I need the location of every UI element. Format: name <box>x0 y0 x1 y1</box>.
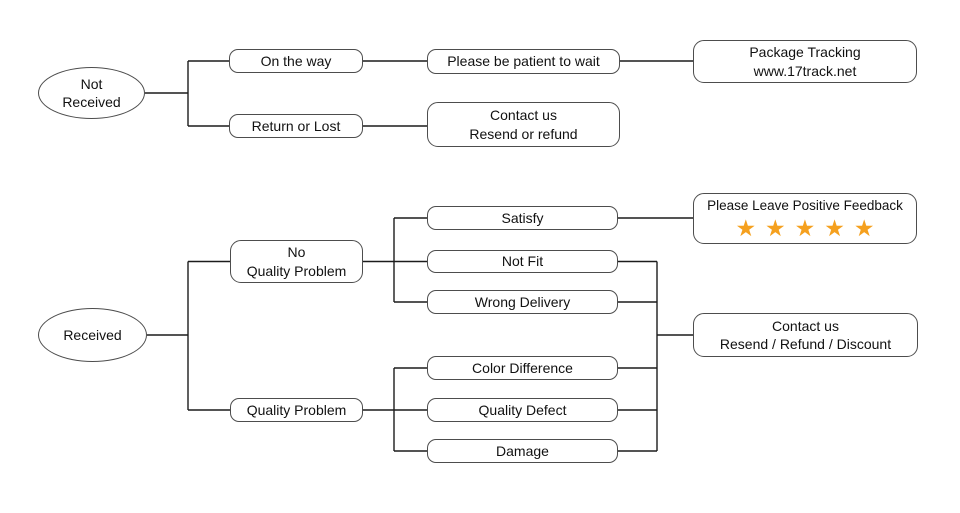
node-package-tracking: Package Tracking www.17track.net <box>693 40 917 83</box>
five-star-rating-icons: ★★★★★ <box>735 214 884 241</box>
node-label: Resend or refund <box>469 125 578 142</box>
node-not-fit: Not Fit <box>427 250 618 273</box>
node-on-the-way: On the way <box>229 49 363 73</box>
node-color-difference: Color Difference <box>427 356 618 380</box>
node-positive-feedback: Please Leave Positive Feedback ★★★★★ <box>693 193 917 244</box>
node-label: Not Fit <box>501 253 544 270</box>
node-damage: Damage <box>427 439 618 463</box>
node-quality-defect: Quality Defect <box>427 398 618 422</box>
node-label: Quality Problem <box>246 401 347 418</box>
node-label: Return or Lost <box>251 117 341 134</box>
node-label: Resend / Refund / Discount <box>719 336 892 352</box>
node-label: On the way <box>260 52 332 69</box>
node-satisfy: Satisfy <box>427 206 618 230</box>
node-contact-resend-refund-discount: Contact us Resend / Refund / Discount <box>693 313 918 357</box>
node-received: Received <box>38 308 147 362</box>
node-label: No <box>287 244 306 261</box>
node-label: Color Difference <box>472 359 573 376</box>
node-no-quality-problem: No Quality Problem <box>230 240 363 283</box>
node-label: Not <box>80 75 103 92</box>
node-contact-resend-refund: Contact us Resend or refund <box>427 102 620 147</box>
node-label: Contact us <box>772 317 839 334</box>
node-wrong-delivery: Wrong Delivery <box>427 290 618 314</box>
node-label: Wrong Delivery <box>474 293 571 310</box>
node-label: Package Tracking <box>749 44 861 61</box>
node-label: Received <box>62 94 121 110</box>
node-label: Please be patient to wait <box>447 53 600 70</box>
node-quality-problem: Quality Problem <box>230 398 363 422</box>
node-not-received: Not Received <box>38 67 145 119</box>
node-label: Quality Problem <box>246 262 347 279</box>
node-label: Received <box>63 326 122 343</box>
node-label: Damage <box>496 442 549 459</box>
node-label: Satisfy <box>501 209 544 226</box>
node-please-be-patient: Please be patient to wait <box>427 49 620 74</box>
node-label: Contact us <box>490 107 557 124</box>
node-label: Quality Defect <box>478 401 567 418</box>
node-label: Please Leave Positive Feedback <box>707 197 903 213</box>
node-return-or-lost: Return or Lost <box>229 114 363 138</box>
tracking-url: www.17track.net <box>753 62 857 79</box>
